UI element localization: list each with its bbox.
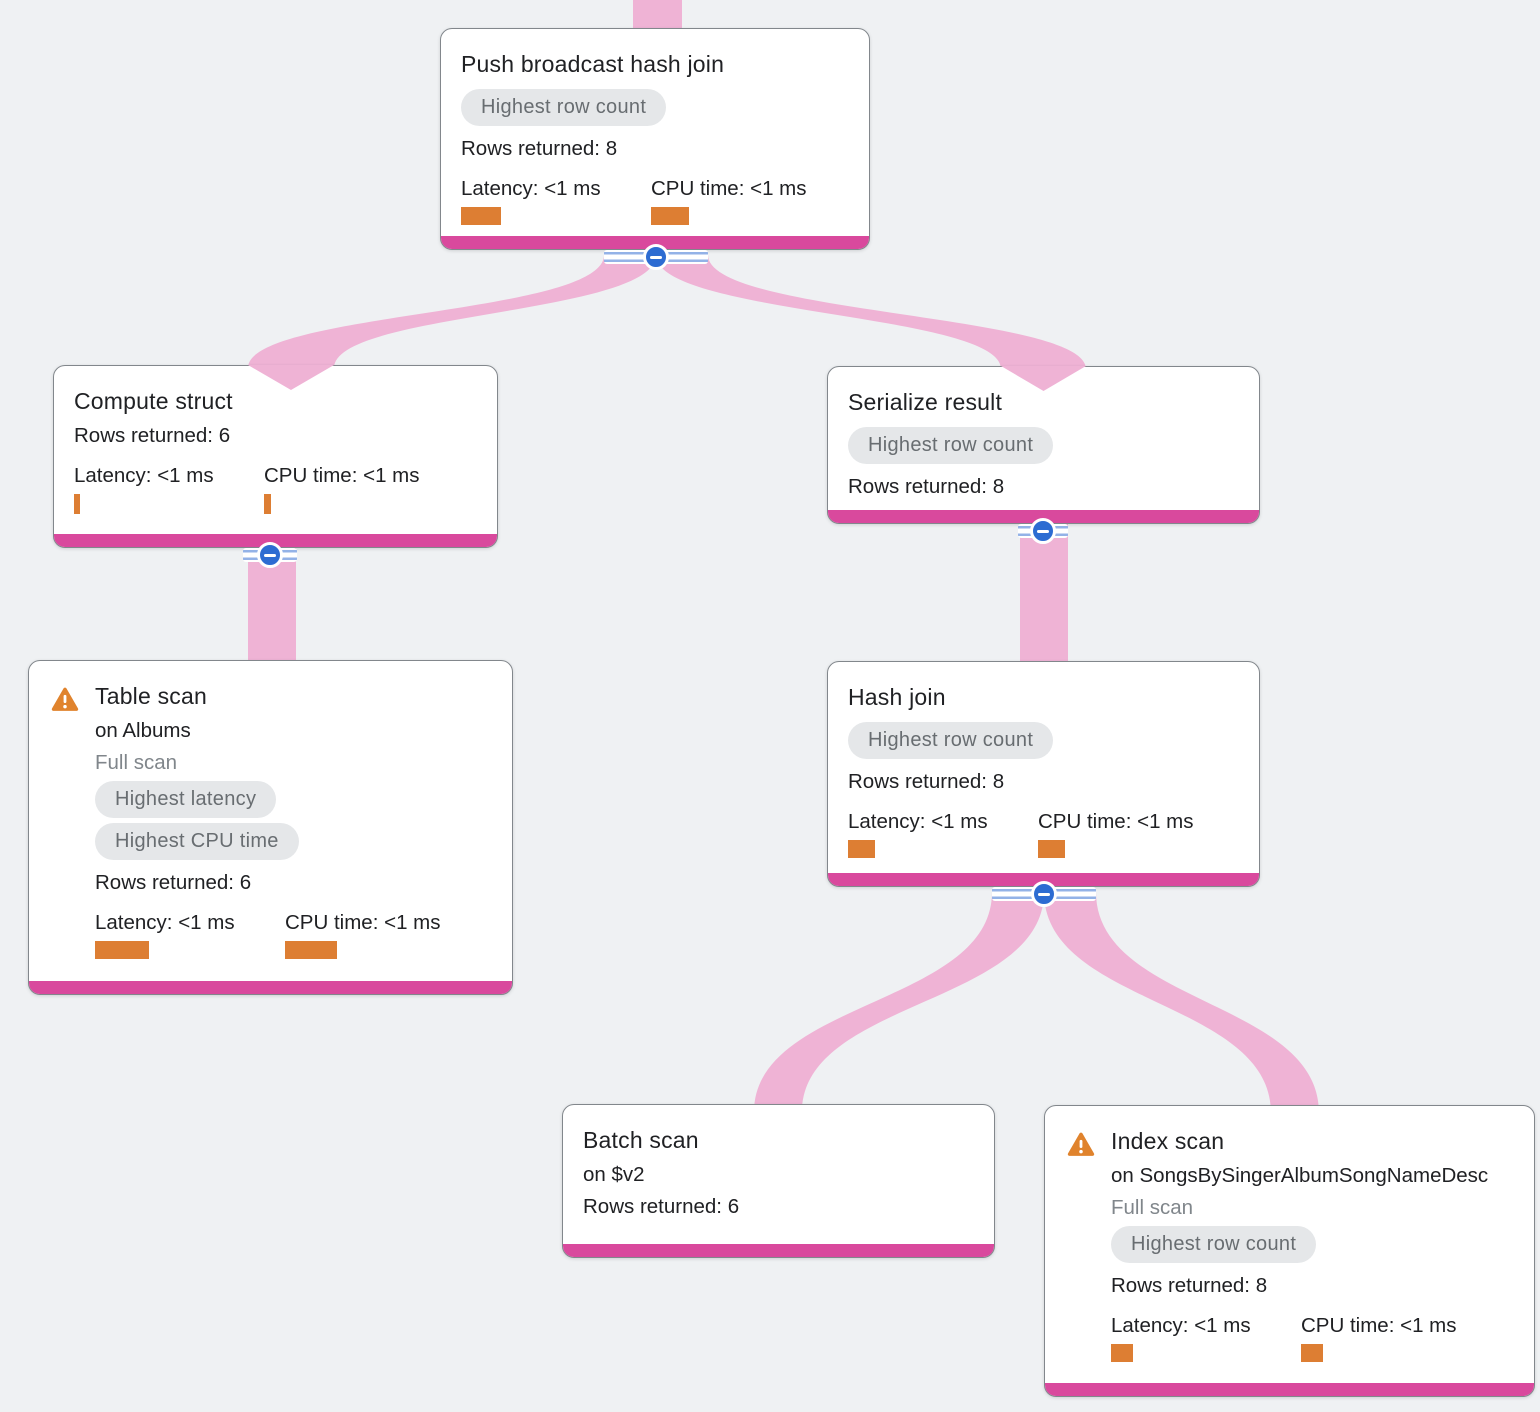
- rows-returned: Rows returned: 8: [1111, 1274, 1268, 1297]
- latency-bar: [1111, 1344, 1133, 1362]
- node-title: Serialize result: [848, 389, 1003, 415]
- latency-bar: [74, 494, 80, 514]
- cpu-time-bar: [1038, 840, 1065, 858]
- latency-bar: [848, 840, 875, 858]
- scan-type: Full scan: [95, 751, 178, 774]
- cpu-time-bar: [651, 207, 689, 225]
- plan-node-push-broadcast-hash-join[interactable]: Push broadcast hash join Highest row cou…: [440, 28, 870, 250]
- plan-node-compute-struct[interactable]: Compute struct Rows returned: 6 Latency:…: [53, 365, 498, 548]
- cpu-time-label: CPU time: <1 ms: [651, 177, 807, 200]
- scan-target: on SongsBySingerAlbumSongNameDesc: [1111, 1164, 1489, 1187]
- rows-returned: Rows returned: 6: [583, 1195, 740, 1218]
- plan-node-table-scan[interactable]: Table scan on Albums Full scan Highest l…: [28, 660, 513, 995]
- rows-returned: Rows returned: 6: [95, 871, 252, 894]
- latency-bar: [95, 941, 149, 959]
- plan-node-batch-scan[interactable]: Batch scan on $v2 Rows returned: 6: [562, 1104, 995, 1258]
- collapse-button-hash-join[interactable]: [1031, 881, 1057, 907]
- node-accent-bar: [441, 236, 869, 249]
- edge-hash-join-to-batch-scan: [754, 892, 1044, 1112]
- latency-label: Latency: <1 ms: [461, 177, 601, 200]
- node-accent-bar: [54, 534, 497, 547]
- cpu-time-label: CPU time: <1 ms: [1038, 810, 1194, 833]
- collapse-button-compute-struct[interactable]: [257, 542, 283, 568]
- node-title: Compute struct: [74, 388, 233, 414]
- collapse-button-root[interactable]: [643, 244, 669, 270]
- plan-node-hash-join[interactable]: Hash join Highest row count Rows returne…: [827, 661, 1260, 887]
- rows-returned: Rows returned: 8: [848, 475, 1005, 498]
- edge-root-to-serialize-result: [656, 255, 1086, 369]
- cpu-time-label: CPU time: <1 ms: [285, 911, 441, 934]
- edge-serialize-result-to-hash-join: [1020, 522, 1068, 672]
- latency-label: Latency: <1 ms: [95, 911, 235, 934]
- latency-label: Latency: <1 ms: [1111, 1314, 1251, 1337]
- node-accent-bar: [29, 981, 512, 994]
- minus-icon: [264, 553, 276, 557]
- edge-compute-struct-to-table-scan: [248, 546, 296, 672]
- plan-node-index-scan[interactable]: Index scan on SongsBySingerAlbumSongName…: [1044, 1105, 1535, 1397]
- badge-highest-row-count: Highest row count: [461, 89, 667, 126]
- cpu-time-bar: [285, 941, 337, 959]
- latency-label: Latency: <1 ms: [74, 464, 214, 487]
- warning-icon: [51, 687, 79, 712]
- node-title: Batch scan: [583, 1127, 699, 1153]
- minus-icon: [650, 255, 662, 259]
- node-accent-bar: [828, 510, 1259, 523]
- badge-highest-row-count: Highest row count: [848, 722, 1054, 759]
- node-title: Push broadcast hash join: [461, 51, 725, 77]
- edge-hash-join-to-index-scan: [1044, 892, 1319, 1113]
- badge-highest-cpu-time: Highest CPU time: [95, 823, 299, 860]
- scan-target: on $v2: [583, 1163, 645, 1186]
- scan-target: on Albums: [95, 719, 191, 742]
- badge-highest-row-count: Highest row count: [848, 427, 1054, 464]
- node-accent-bar: [563, 1244, 994, 1257]
- cpu-time-bar: [264, 494, 271, 514]
- edge-root-to-compute-struct: [248, 255, 656, 368]
- node-accent-bar: [828, 873, 1259, 886]
- minus-icon: [1038, 892, 1050, 896]
- minus-icon: [1037, 529, 1049, 533]
- scan-type: Full scan: [1111, 1196, 1194, 1219]
- collapse-button-serialize-result[interactable]: [1030, 518, 1056, 544]
- node-title: Table scan: [95, 683, 207, 709]
- cpu-time-bar: [1301, 1344, 1323, 1362]
- cpu-time-label: CPU time: <1 ms: [264, 464, 420, 487]
- warning-icon: [1067, 1132, 1095, 1157]
- node-title: Index scan: [1111, 1128, 1225, 1154]
- plan-node-serialize-result[interactable]: Serialize result Highest row count Rows …: [827, 366, 1260, 524]
- rows-returned: Rows returned: 6: [74, 424, 231, 447]
- node-accent-bar: [1045, 1383, 1534, 1396]
- node-title: Hash join: [848, 684, 946, 710]
- latency-label: Latency: <1 ms: [848, 810, 988, 833]
- badge-highest-latency: Highest latency: [95, 781, 277, 818]
- rows-returned: Rows returned: 8: [848, 770, 1005, 793]
- latency-bar: [461, 207, 501, 225]
- badge-highest-row-count: Highest row count: [1111, 1226, 1317, 1263]
- rows-returned: Rows returned: 8: [461, 137, 618, 160]
- cpu-time-label: CPU time: <1 ms: [1301, 1314, 1457, 1337]
